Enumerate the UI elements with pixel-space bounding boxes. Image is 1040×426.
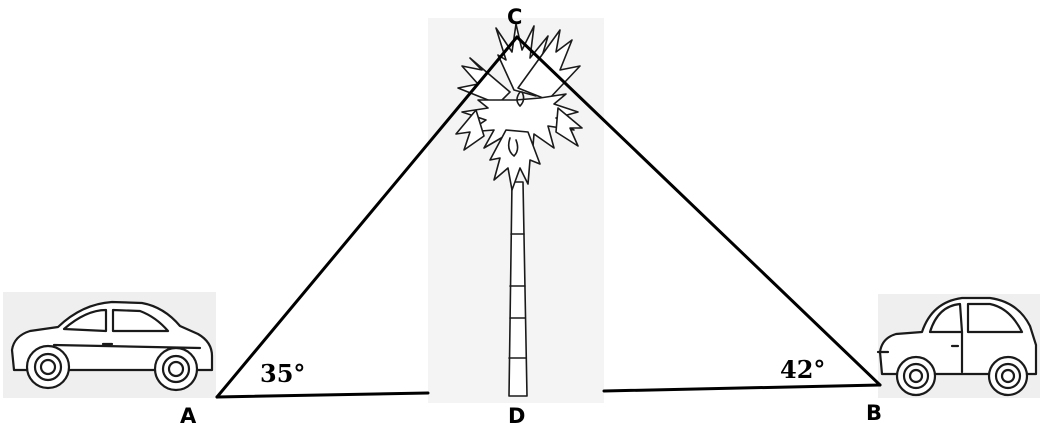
right-car-icon <box>876 294 1040 398</box>
line-ad <box>215 391 430 399</box>
point-d-label: D <box>508 404 525 426</box>
angle-a-label: 35° <box>260 359 305 388</box>
left-car-icon <box>3 292 216 398</box>
line-db <box>602 383 882 393</box>
line-bc <box>515 35 882 387</box>
point-a-label: A <box>180 404 197 426</box>
line-ac <box>215 35 519 399</box>
triangle-lines <box>215 35 882 399</box>
point-c-label: C <box>507 5 522 29</box>
palm-tree-icon <box>428 18 604 403</box>
point-b-label: B <box>866 401 882 425</box>
angle-b-label: 42° <box>780 355 825 384</box>
